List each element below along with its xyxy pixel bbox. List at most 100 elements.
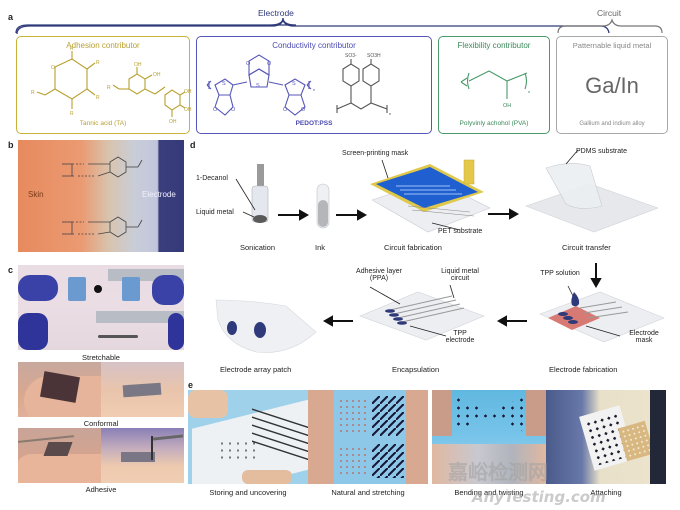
panel-c-letter: c [8, 265, 14, 275]
bending-twisting-photo [432, 390, 546, 484]
storing-uncovering-caption: Storing and uncovering [209, 488, 287, 497]
electrode-label: Electrode [142, 190, 176, 199]
svg-text:OH: OH [184, 107, 192, 113]
bending-twisting-caption: Bending and twisting [454, 488, 524, 497]
process-arrows [278, 208, 602, 327]
svg-text:R: R [96, 95, 100, 101]
panel-d-letter: d [190, 140, 196, 150]
ink-caption: Ink [315, 243, 326, 252]
adhesive-photo-right [101, 428, 184, 483]
attaching-caption: Attaching [590, 488, 622, 497]
svg-text:OH: OH [169, 119, 177, 125]
pet-substrate-label: PET substrate [438, 228, 483, 235]
skin-label: Skin [28, 190, 44, 199]
fabrication-process-diagram [215, 149, 665, 353]
pdms-substrate-label: PDMS substrate [576, 148, 627, 155]
conformal-caption: Conformal [83, 419, 119, 428]
tannic-acid-caption: Tannic acid (TA) [79, 120, 127, 127]
decanol-label: 1-Decanol [196, 175, 228, 182]
ga-in-formula: Ga/In [585, 73, 639, 98]
svg-text:OH: OH [134, 62, 142, 68]
pedot-pss-caption: PEDOT:PSS [295, 120, 333, 127]
tpp-solution-label: TPP solution [540, 270, 580, 277]
conformal-photo-right [101, 362, 184, 417]
svg-text:O: O [246, 61, 251, 67]
electrode-bracket-label: Electrode [258, 8, 294, 18]
electrode-mask-label: Electrode mask [629, 330, 659, 344]
skin-electrode-interface-image: Skin Electrode [18, 140, 184, 252]
panel-a-letter: a [8, 12, 14, 22]
svg-text:OH: OH [503, 103, 511, 109]
svg-text:R: R [31, 90, 35, 96]
liquid-metal-box: Patternable liquid metal Ga/In Gallium a… [556, 36, 668, 134]
svg-text:R: R [70, 46, 74, 52]
storing-uncovering-photo [188, 390, 308, 484]
svg-text:SO3-: SO3- [345, 53, 357, 59]
circuit-fabrication-caption: Circuit fabrication [384, 243, 442, 252]
svg-text:O: O [267, 61, 272, 67]
svg-text:n: n [313, 87, 315, 92]
liquid-metal-label: Liquid metal [196, 209, 234, 216]
svg-text:O: O [231, 107, 236, 113]
leader-lines [235, 149, 579, 231]
ink-tube-icon [316, 183, 330, 229]
gallium-indium-caption: Gallium and indium alloy [579, 121, 645, 127]
svg-text:SO3H: SO3H [367, 53, 381, 59]
tpp-electrode-label: TPP electrode [445, 330, 475, 344]
circuit-transfer-caption: Circuit transfer [562, 243, 611, 252]
panel-e-letter: e [188, 380, 194, 390]
adhesion-contributor-title: Adhesion contributor [66, 41, 140, 50]
sonication-caption: Sonication [240, 243, 276, 252]
svg-text:O: O [213, 107, 218, 113]
pedot-pss-structure: S S S O O O O O O n SO3- SO3H n [206, 53, 391, 116]
pdms-transfer-icon [525, 163, 659, 233]
watermark-chinese: 嘉峪检测网 [448, 460, 548, 484]
screen-printing-setup-icon [370, 159, 491, 233]
conductivity-contributor-title: Conductivity contributor [272, 41, 356, 50]
tannic-acid-structure: O R R R R R R OH OH OH OH OH [31, 46, 192, 125]
svg-text:O: O [283, 107, 288, 113]
pva-structure: OH n [460, 70, 530, 109]
svg-text:n: n [389, 111, 391, 116]
adhesive-caption: Adhesive [85, 485, 117, 494]
stretchable-photo [18, 265, 184, 350]
attaching-photo [546, 390, 666, 484]
conformal-photo-left [18, 362, 101, 417]
panel-b-letter: b [8, 140, 14, 150]
adhesive-photo-left [18, 428, 101, 483]
svg-text:OH: OH [153, 72, 161, 78]
liquid-metal-title: Patternable liquid metal [572, 41, 652, 50]
natural-stretching-photo [308, 390, 428, 484]
svg-text:S: S [292, 81, 296, 87]
electrode-fabrication-caption: Electrode fabrication [549, 365, 618, 374]
svg-text:R: R [107, 85, 111, 91]
electrode-array-patch-caption: Electrode array patch [220, 365, 292, 374]
sonication-vial-icon [251, 164, 269, 223]
encapsulation-caption: Encapsulation [392, 365, 440, 374]
circuit-bracket [557, 18, 663, 34]
pva-caption: Polyvinly achohol (PVA) [459, 120, 529, 127]
electrode-fabrication-icon [539, 285, 665, 343]
natural-stretching-caption: Natural and stretching [331, 488, 405, 497]
flexibility-contributor-box: Flexibility contributor OH n Polyvinly a… [438, 36, 550, 134]
watermark-latin: AnyTesting.com [472, 488, 606, 506]
svg-text:n: n [528, 89, 530, 94]
svg-text:R: R [70, 111, 74, 117]
circuit-bracket-label: Circuit [597, 8, 622, 18]
liquid-metal-circuit-label: Liquid metal circuit [441, 268, 479, 282]
encapsulation-icon [359, 284, 485, 341]
electrode-bracket [15, 17, 297, 34]
svg-text:R: R [96, 60, 100, 66]
adhesive-layer-label: Adhesive layer (PPA) [356, 268, 402, 282]
stretchable-caption: Stretchable [82, 353, 120, 362]
svg-text:OH: OH [184, 89, 192, 95]
screen-printing-mask-label: Screen-printing mask [342, 150, 409, 157]
flexibility-contributor-title: Flexibility contributor [457, 41, 531, 50]
hydrogen-bond-schematic [62, 156, 143, 238]
electrode-array-patch-icon [215, 299, 317, 353]
svg-text:S: S [222, 81, 226, 87]
svg-text:S: S [256, 83, 260, 89]
svg-text:O: O [301, 107, 306, 113]
ring-oxygen-label: O [51, 65, 55, 71]
conductivity-contributor-box: Conductivity contributor S S S O O O O O… [196, 36, 432, 134]
